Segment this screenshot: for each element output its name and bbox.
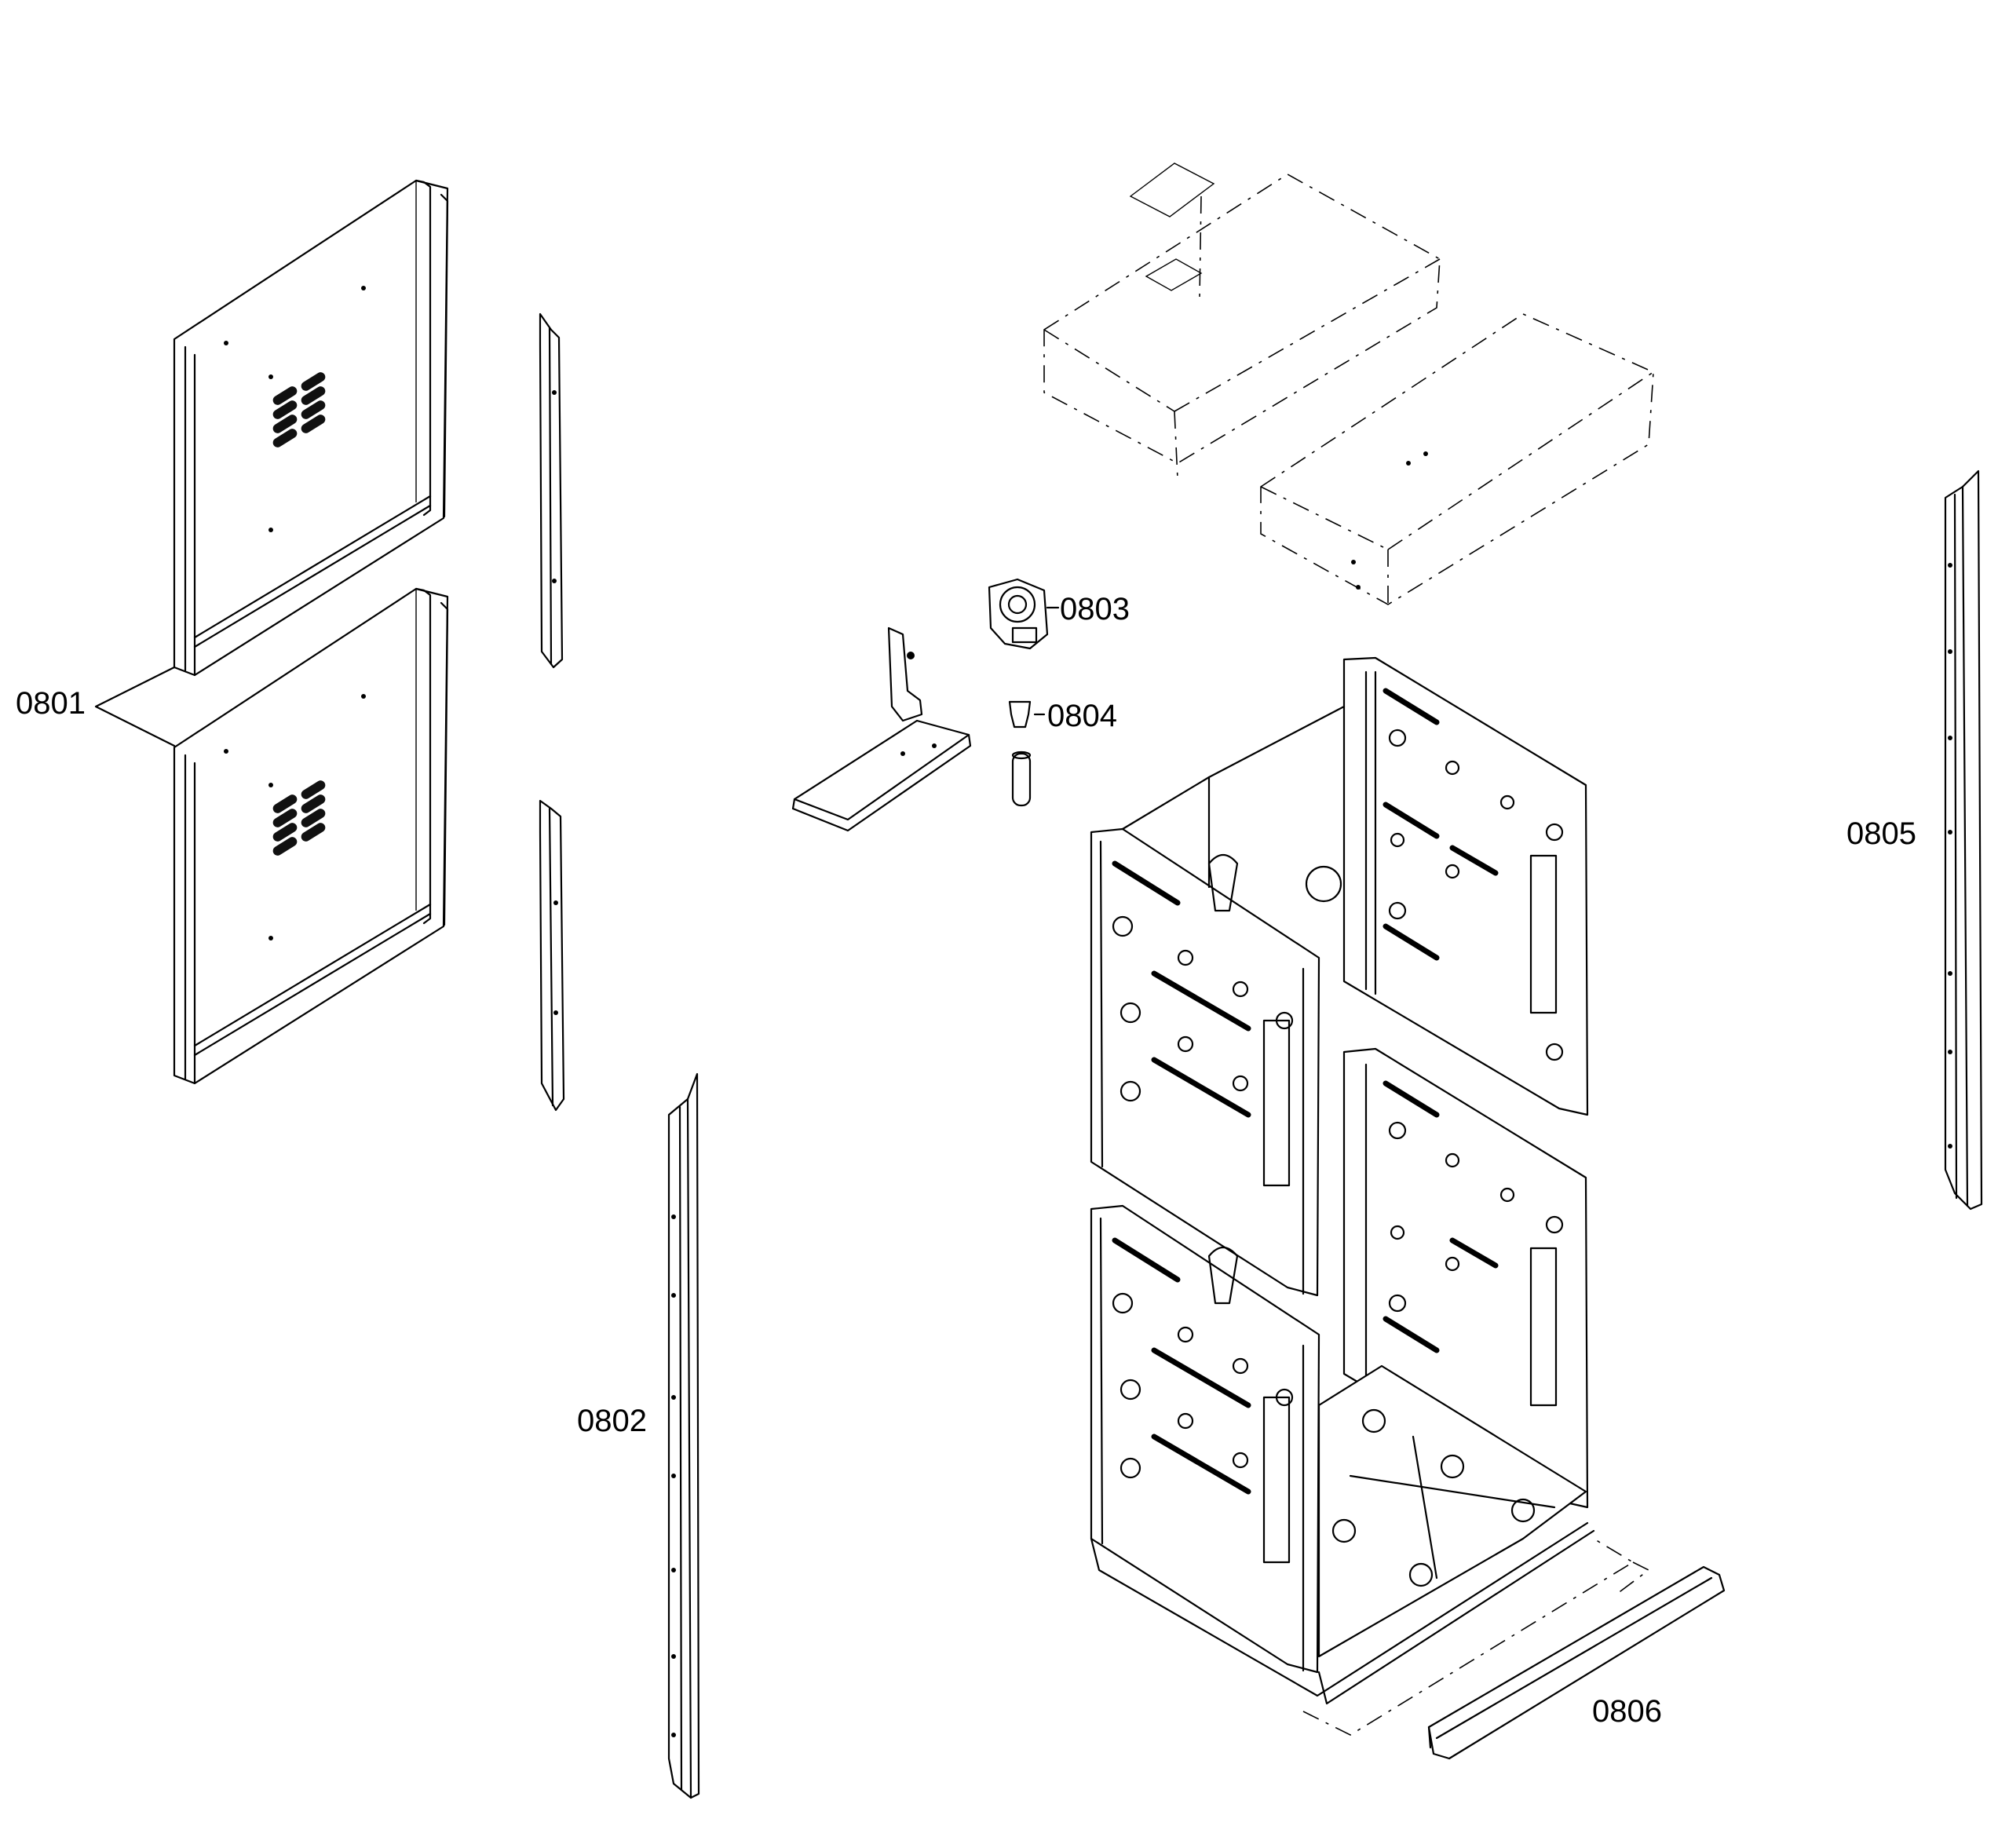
front-trim-strip-right [1944, 469, 1983, 1211]
bottom-trim-rail [1302, 1538, 1726, 1760]
part-label-0801: 0801 [16, 686, 86, 721]
top-cover-housing [1043, 163, 1654, 605]
part-label-0806: 0806 [1592, 1694, 1662, 1729]
side-panel-upper [173, 179, 449, 677]
part-label-0802: 0802 [577, 1404, 647, 1438]
part-label-0805: 0805 [1846, 816, 1916, 851]
oven-cabinet-frame [1090, 656, 1595, 1705]
vertical-bracket-lower [539, 799, 565, 1112]
part-label-0803: 0803 [1060, 592, 1130, 626]
cabinet-wall-details [1112, 688, 1564, 1564]
front-trim-strip-left [667, 1072, 700, 1799]
mounting-bracket [791, 626, 972, 832]
door-lock-motor [988, 578, 1049, 650]
part-label-0804: 0804 [1047, 699, 1117, 733]
vertical-bracket-upper [539, 312, 564, 669]
leader-0801 [94, 666, 176, 747]
latch-pin [1008, 700, 1032, 807]
side-panel-lower [173, 587, 449, 1085]
